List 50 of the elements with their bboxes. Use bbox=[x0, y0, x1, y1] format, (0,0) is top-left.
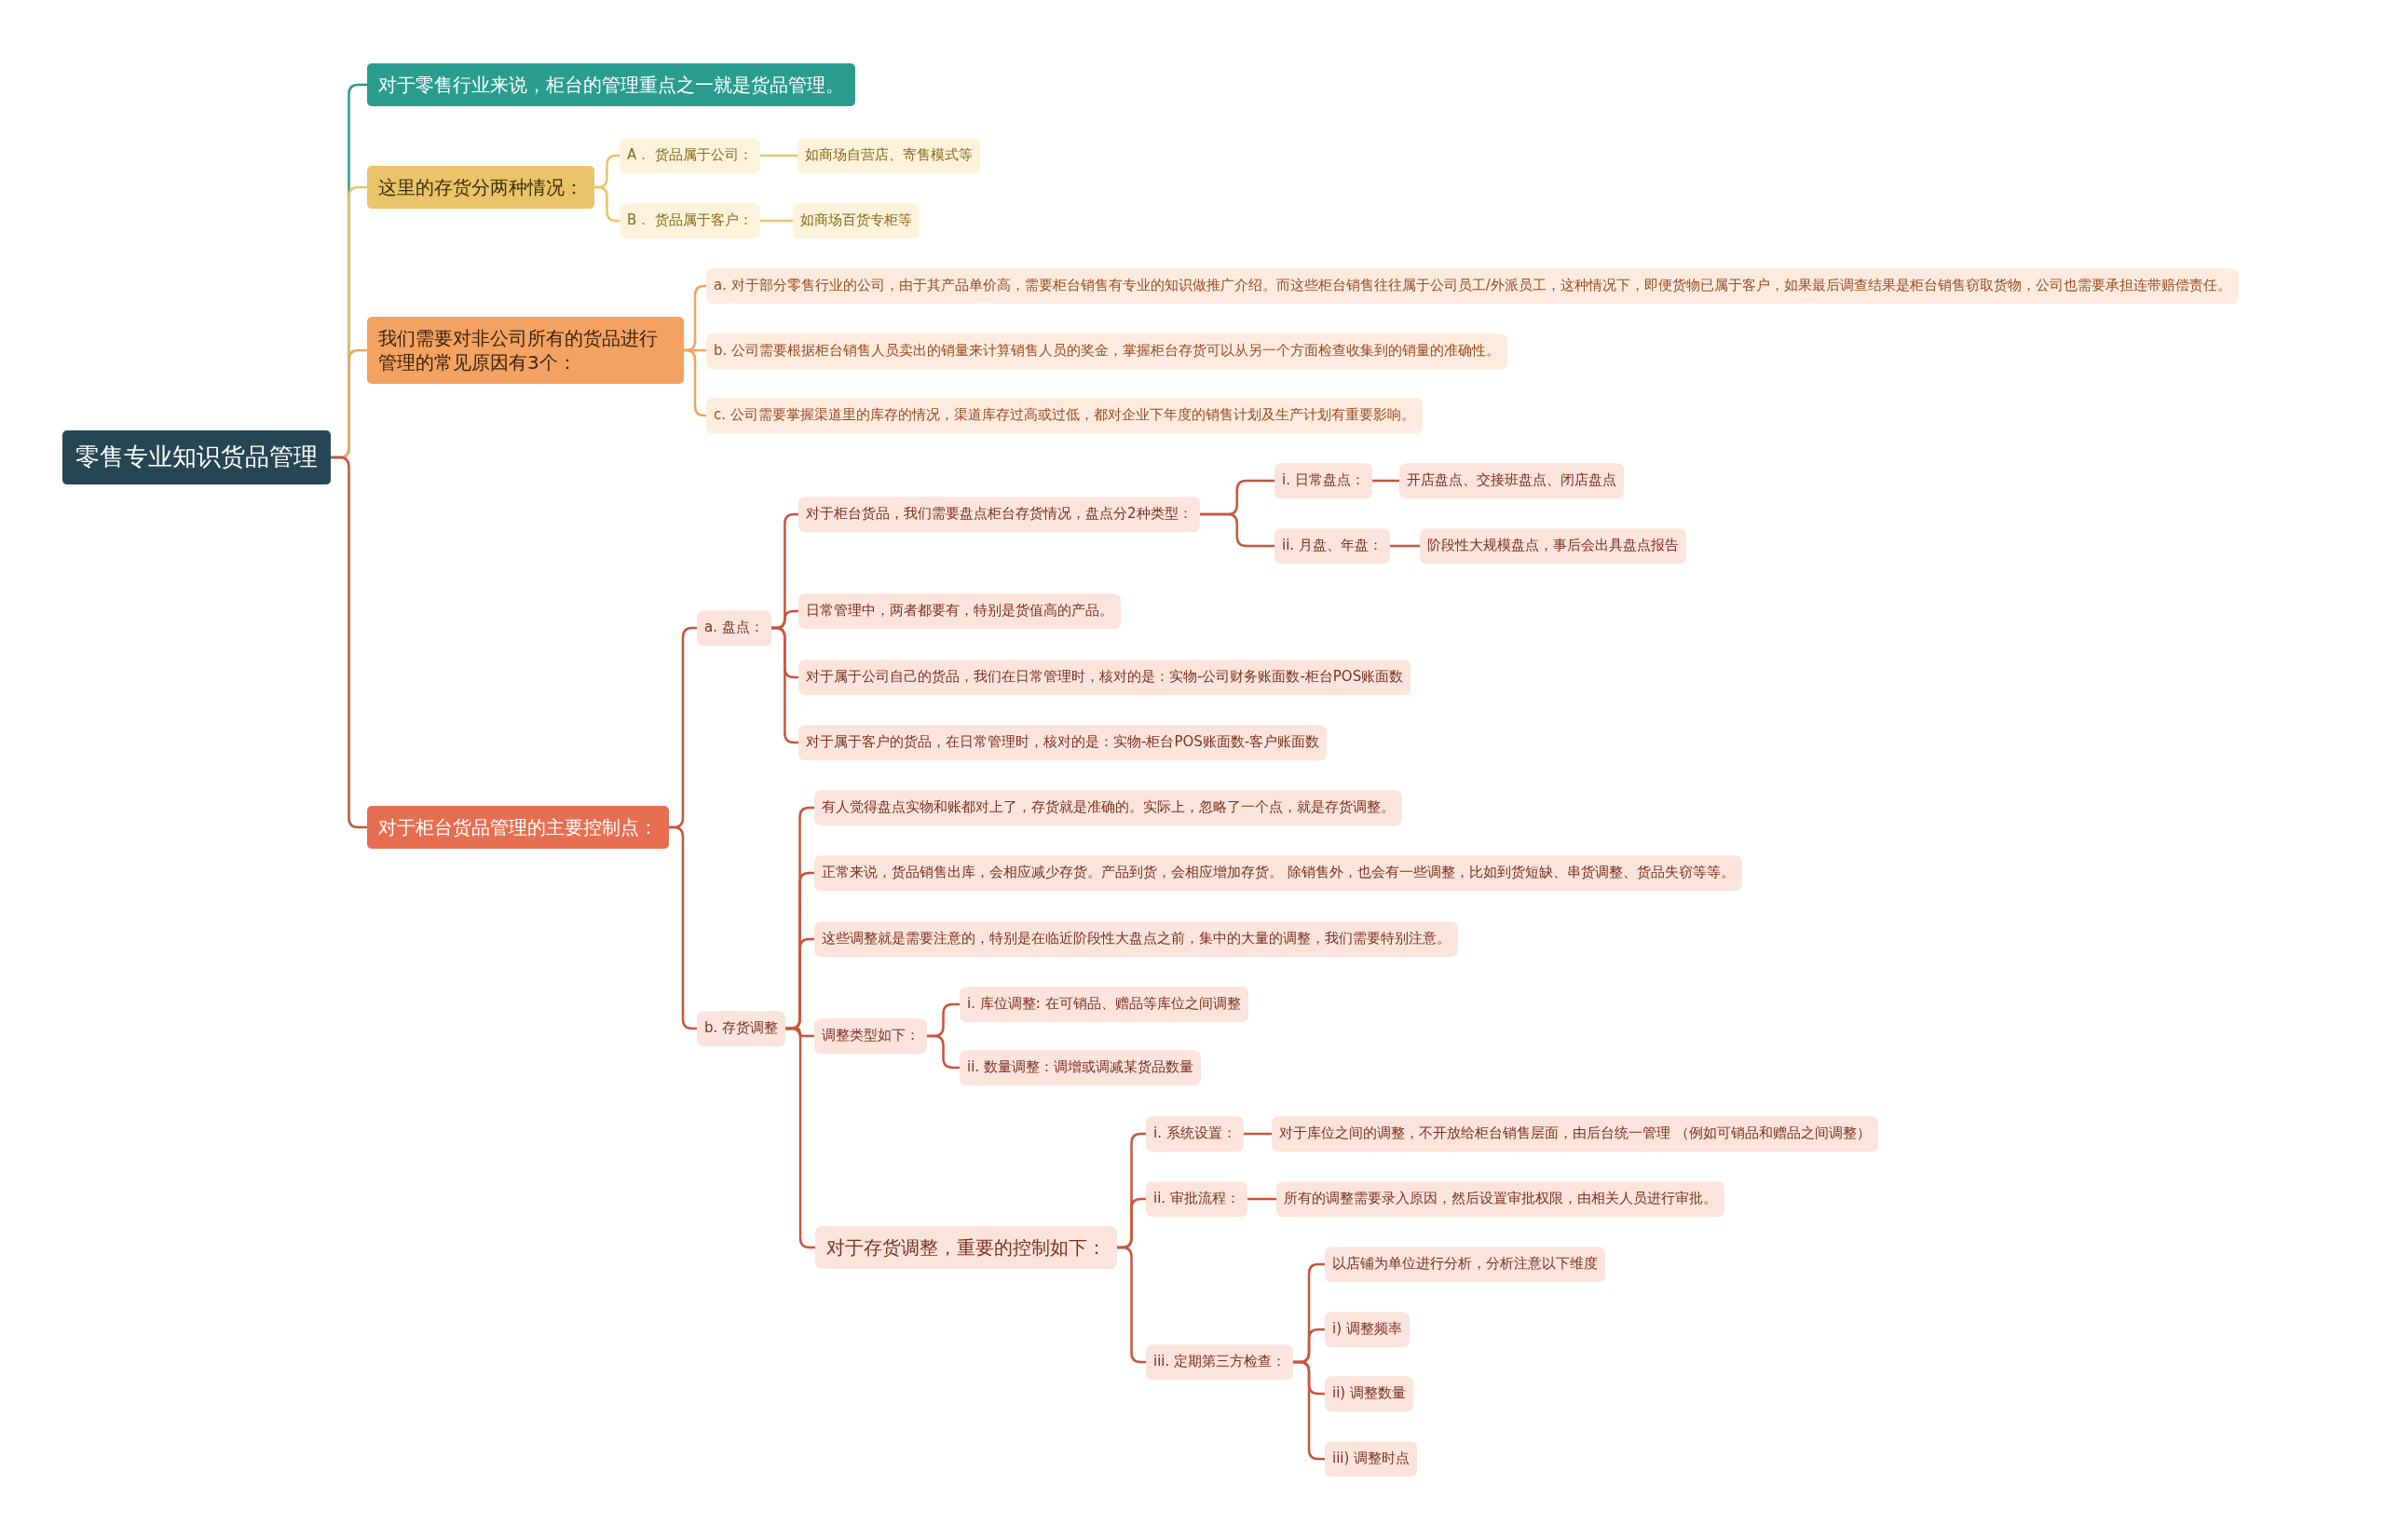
subtopic-box: 对于柜台货品，我们需要盘点柜台存货情况，盘点分2种类型： bbox=[798, 497, 1200, 532]
connector-line bbox=[785, 1027, 815, 1249]
subtopic-box: 对于属于客户的货品，在日常管理时，核对的是：实物-柜台POS账面数-客户账面数 bbox=[798, 725, 1328, 760]
branch-topic: 这里的存货分两种情况： bbox=[367, 166, 594, 209]
connector-line bbox=[1247, 1197, 1276, 1201]
connector-line bbox=[760, 154, 797, 157]
subtopic-box: 对于存货调整，重要的控制如下： bbox=[815, 1226, 1117, 1269]
connector-line bbox=[927, 1034, 960, 1070]
subtopic-box: A． 货品属于公司： bbox=[620, 138, 761, 173]
connector-line bbox=[684, 348, 706, 417]
subtopic-box: a. 对于部分零售行业的公司，由于其产品单价高，需要柜台销售有专业的知识做推广介绍。而这些柜台销售往往属于公司员工/外派员工，这种情况下，即便货物已属于客户，如果最后调查结果是柜台销售窃取货物，公司也需要承担连带赔偿责任。 bbox=[706, 268, 2239, 304]
subtopic-box: 对于库位之间的调整，不开放给柜台销售层面，由后台统一管理 （例如可销品和赠品之间调整） bbox=[1272, 1116, 1878, 1152]
subtopic-box: i. 系统设置： bbox=[1146, 1116, 1244, 1152]
subtopic-box: i. 日常盘点： bbox=[1274, 463, 1372, 498]
subtopic-box: ii. 审批流程： bbox=[1146, 1181, 1247, 1217]
subtopic-box: ii. 数量调整：调增或调减某货品数量 bbox=[960, 1050, 1201, 1085]
subtopic-box: 如商场自营店、寄售模式等 bbox=[797, 138, 980, 173]
connector-line bbox=[331, 456, 367, 829]
subtopic-box: 以店铺为单位进行分析，分析注意以下维度 bbox=[1325, 1247, 1605, 1282]
subtopic-box: 这些调整就是需要注意的，特别是在临近阶段性大盘点之前，集中的大量的调整，我们需要特别注意。 bbox=[814, 921, 1458, 957]
subtopic-box: ii. 月盘、年盘： bbox=[1274, 528, 1390, 564]
subtopic-box: a. 盘点： bbox=[697, 610, 771, 646]
subtopic-box: b. 公司需要根据柜台销售人员卖出的销量来计算销售人员的奖金，掌握柜台存货可以从另一个方面检查收集到的销量的准确性。 bbox=[706, 334, 1508, 369]
subtopic-box: B． 货品属于客户： bbox=[620, 203, 761, 238]
subtopic-box: 开店盘点、交接班盘点、闭店盘点 bbox=[1399, 463, 1624, 498]
branch-topic: 对于柜台货品管理的主要控制点： bbox=[367, 806, 669, 849]
subtopic-box: 对于属于公司自己的货品，我们在日常管理时，核对的是：实物-公司财务账面数-柜台POS账面数 bbox=[798, 660, 1411, 695]
branch-topic: 对于零售行业来说，柜台的管理重点之一就是货品管理。 bbox=[367, 63, 855, 106]
connector-line bbox=[1371, 479, 1399, 483]
connector-line bbox=[1389, 544, 1420, 548]
subtopic-box: i. 库位调整: 在可销品、赠品等库位之间调整 bbox=[960, 987, 1248, 1022]
connector-line bbox=[594, 185, 620, 223]
subtopic-box: 正常来说，货品销售出库，会相应减少存货。产品到货，会相应增加存货。 除销售外，也会有一些调整，比如到货短缺、串货调整、货品失窃等等。 bbox=[814, 855, 1742, 891]
subtopic-box: 如商场百货专柜等 bbox=[793, 203, 920, 238]
branch-topic: 我们需要对非公司所有的货品进行管理的常见原因有3个： bbox=[367, 317, 684, 384]
subtopic-box: 调整类型如下： bbox=[814, 1018, 927, 1054]
subtopic-box: 所有的调整需要录入原因，然后设置审批权限，由相关人员进行审批。 bbox=[1276, 1181, 1724, 1217]
subtopic-box: c. 公司需要掌握渠道里的库存的情况，渠道库存过高或过低，都对企业下年度的销售计划及生产计划有重要影响。 bbox=[706, 398, 1423, 433]
subtopic-box: iii) 调整时点 bbox=[1325, 1441, 1418, 1477]
subtopic-box: i) 调整频率 bbox=[1325, 1312, 1410, 1347]
subtopic-box: 日常管理中，两者都要有，特别是货值高的产品。 bbox=[798, 593, 1121, 629]
central-topic: 零售专业知识货品管理 bbox=[62, 430, 331, 484]
subtopic-box: 有人觉得盘点实物和账都对上了，存货就是准确的。实际上，忽略了一个点，就是存货调整。 bbox=[814, 790, 1402, 825]
subtopic-box: 阶段性大规模盘点，事后会出具盘点报告 bbox=[1420, 528, 1686, 564]
subtopic-box: b. 存货调整 bbox=[697, 1011, 786, 1046]
subtopic-box: ii) 调整数量 bbox=[1325, 1376, 1413, 1411]
subtopic-box: iii. 定期第三方检查： bbox=[1146, 1344, 1294, 1380]
connector-line bbox=[1199, 512, 1274, 548]
connector-line bbox=[760, 219, 793, 223]
connector-line bbox=[1243, 1132, 1272, 1136]
